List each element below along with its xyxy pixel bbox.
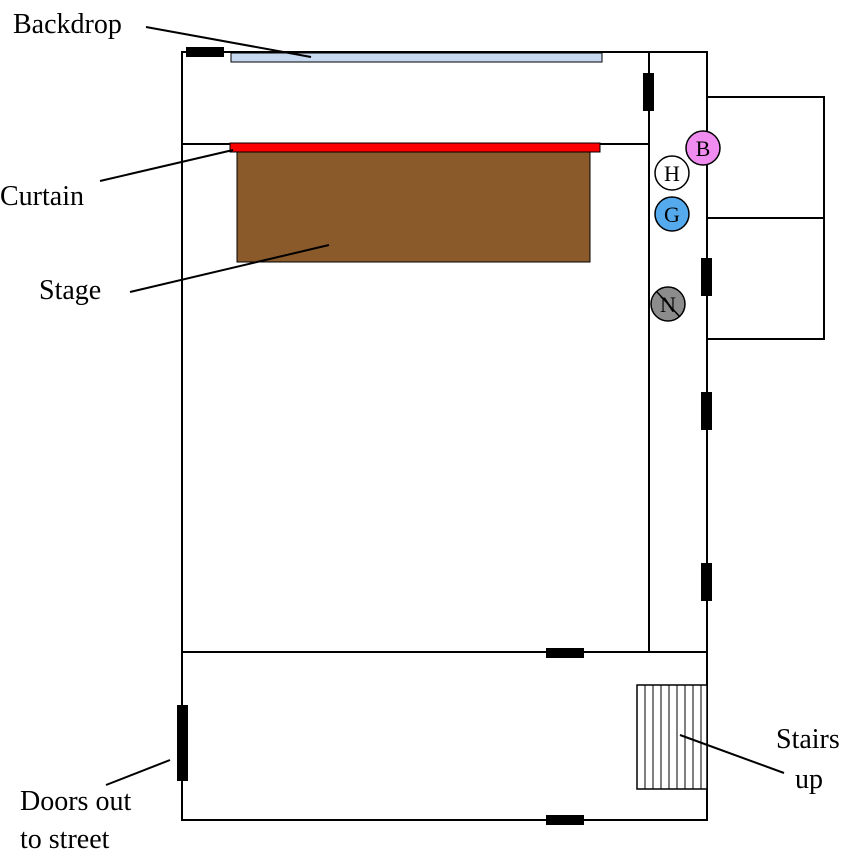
doors-label-line2: to street [20, 824, 110, 855]
marker-n: N [650, 286, 686, 322]
marker-g: G [654, 196, 690, 232]
leader-backdrop [145, 26, 312, 58]
marker-h: H [654, 155, 690, 191]
backdrop [230, 52, 603, 63]
door-street-2 [177, 743, 188, 781]
curtain [229, 142, 601, 153]
doors [177, 47, 712, 825]
door-east-1 [701, 392, 712, 430]
curtain-label: Curtain [0, 181, 84, 212]
marker-h-label: H [664, 161, 680, 186]
stairs-label-line1: Stairs [776, 724, 840, 755]
leader-doors [105, 759, 171, 786]
main-hall-outline [181, 51, 708, 821]
stage-label: Stage [39, 275, 101, 306]
leader-stairs [679, 734, 785, 774]
side-room-upper [706, 96, 825, 219]
marker-g-label: G [664, 202, 680, 227]
leader-lines [99, 26, 785, 786]
door-top [186, 47, 224, 57]
marker-b: B [685, 130, 721, 166]
leader-curtain [99, 149, 234, 182]
doors-label-line1: Doors out [20, 786, 131, 817]
marker-b-label: B [696, 136, 711, 161]
stairs-label-line2: up [795, 764, 823, 795]
stairs [636, 684, 708, 790]
stage [236, 151, 591, 263]
backdrop-label: Backdrop [13, 9, 122, 40]
door-east-2 [701, 563, 712, 601]
door-side-room [701, 258, 712, 296]
door-street-1 [177, 705, 188, 743]
door-corridor-top [643, 73, 654, 111]
door-bottom [546, 815, 584, 825]
side-room-lower [706, 217, 825, 340]
door-lobby [546, 648, 584, 658]
leader-stage [129, 244, 330, 293]
